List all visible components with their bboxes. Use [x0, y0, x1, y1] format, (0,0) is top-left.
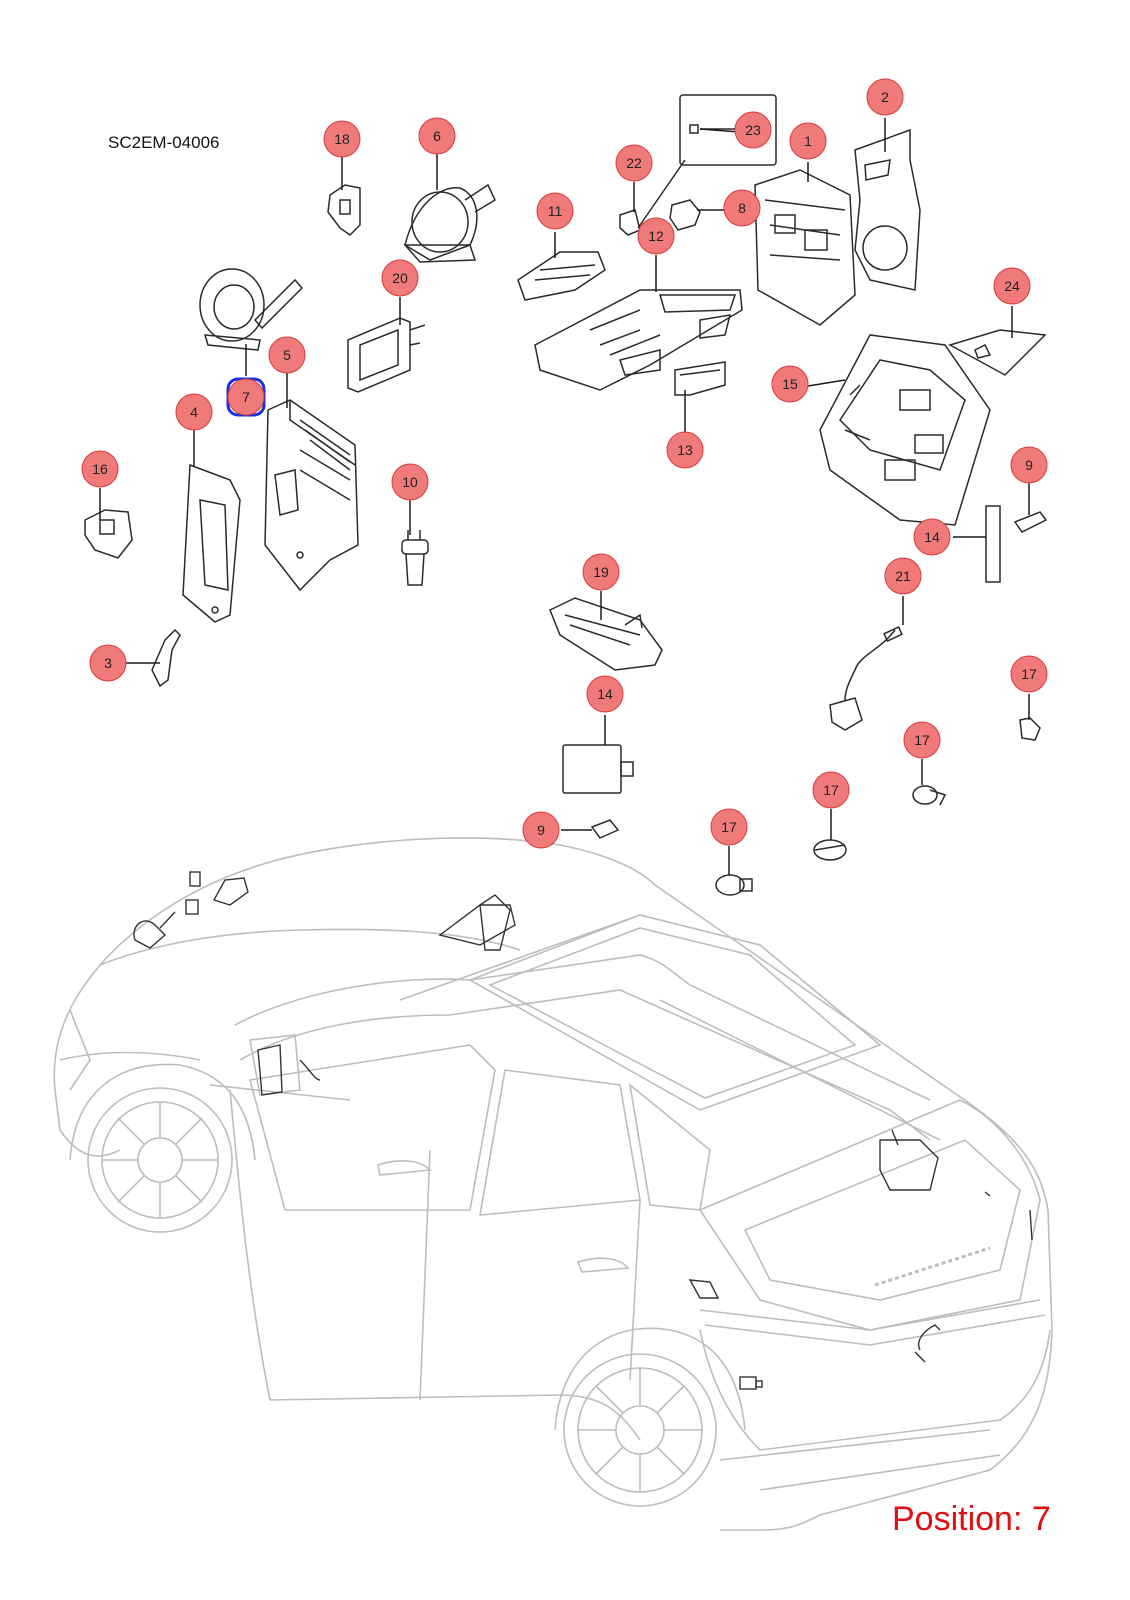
callout-1[interactable]: 1	[789, 122, 827, 160]
callout-17[interactable]: 17	[710, 808, 748, 846]
callout-number: 9	[1025, 457, 1033, 473]
callout-bubble	[582, 553, 620, 591]
callout-14[interactable]: 14	[586, 675, 624, 713]
callout-17[interactable]: 17	[1010, 655, 1048, 693]
callout-bubble	[227, 378, 265, 416]
callout-17[interactable]: 17	[903, 721, 941, 759]
vehicle-outline	[53, 837, 1053, 1531]
callout-number: 1	[804, 133, 812, 149]
callout-bubble	[615, 144, 653, 182]
callout-7[interactable]: 7	[226, 377, 266, 417]
callout-bubble	[734, 111, 772, 149]
callout-17[interactable]: 17	[812, 771, 850, 809]
callout-bubble	[536, 192, 574, 230]
callout-number: 3	[104, 655, 112, 671]
callout-number: 2	[881, 89, 889, 105]
callout-2[interactable]: 2	[866, 78, 904, 116]
part-sketches	[84, 94, 1048, 896]
callout-number: 6	[433, 128, 441, 144]
callout-5[interactable]: 5	[268, 336, 306, 374]
callout-23[interactable]: 23	[734, 111, 772, 149]
callout-number: 5	[283, 347, 291, 363]
callout-6[interactable]: 6	[418, 117, 456, 155]
callout-number: 17	[823, 782, 839, 798]
callout-4[interactable]: 4	[175, 393, 213, 431]
callout-bubble	[710, 808, 748, 846]
callout-number: 15	[782, 376, 798, 392]
callout-number: 18	[334, 131, 350, 147]
callout-24[interactable]: 24	[993, 267, 1031, 305]
callout-11[interactable]: 11	[536, 192, 574, 230]
callout-bubble	[1010, 655, 1048, 693]
callout-number: 24	[1004, 278, 1020, 294]
callout-number: 9	[537, 822, 545, 838]
callout-bubble	[866, 78, 904, 116]
callout-bubble	[903, 721, 941, 759]
callout-bubble	[723, 189, 761, 227]
callout-12[interactable]: 12	[637, 217, 675, 255]
callout-13[interactable]: 13	[666, 431, 704, 469]
leader-lines	[99, 118, 1030, 875]
callout-number: 21	[895, 568, 911, 584]
callout-bubble	[522, 811, 560, 849]
callout-bubble	[1010, 446, 1048, 484]
diagram-code: SC2EM-04006	[108, 133, 220, 152]
callout-number: 17	[914, 732, 930, 748]
callout-9[interactable]: 9	[1010, 446, 1048, 484]
callout-bubble	[391, 463, 429, 501]
callout-21[interactable]: 21	[884, 557, 922, 595]
callout-bubble	[913, 518, 951, 556]
callout-number: 22	[626, 155, 642, 171]
callout-number: 17	[1021, 666, 1037, 682]
callout-bubble	[586, 675, 624, 713]
callout-19[interactable]: 19	[582, 553, 620, 591]
callout-number: 13	[677, 442, 693, 458]
callout-14[interactable]: 14	[913, 518, 951, 556]
position-indicator: Position: 7	[892, 1500, 1051, 1538]
callout-bubble	[812, 771, 850, 809]
callout-bubble	[323, 120, 361, 158]
callout-bubble	[771, 365, 809, 403]
callout-16[interactable]: 16	[81, 450, 119, 488]
callout-bubble	[175, 393, 213, 431]
callout-bubble	[381, 259, 419, 297]
callout-bubble	[81, 450, 119, 488]
callout-number: 10	[402, 474, 418, 490]
callout-number: 8	[738, 200, 746, 216]
callout-bubble	[666, 431, 704, 469]
callout-3[interactable]: 3	[89, 644, 127, 682]
callout-bubble	[789, 122, 827, 160]
callout-number: 4	[190, 404, 198, 420]
callout-8[interactable]: 8	[723, 189, 761, 227]
callout-number: 16	[92, 461, 108, 477]
callout-22[interactable]: 22	[615, 144, 653, 182]
callout-bubble	[89, 644, 127, 682]
callout-number: 12	[648, 228, 664, 244]
callout-bubble	[993, 267, 1031, 305]
callout-number: 11	[548, 203, 563, 219]
callout-bubble	[268, 336, 306, 374]
callout-9[interactable]: 9	[522, 811, 560, 849]
callout-number: 19	[593, 564, 609, 580]
callout-number: 23	[745, 122, 761, 138]
callout-15[interactable]: 15	[771, 365, 809, 403]
callout-20[interactable]: 20	[381, 259, 419, 297]
callout-number: 7	[242, 389, 250, 405]
callout-number: 17	[721, 819, 737, 835]
callout-layer: 1234567899101112131414151617171717181920…	[81, 78, 1048, 849]
installed-parts	[133, 871, 1033, 1390]
callout-number: 14	[924, 529, 940, 545]
callout-bubble	[637, 217, 675, 255]
callout-bubble	[884, 557, 922, 595]
callout-number: 20	[392, 270, 408, 286]
callout-number: 14	[597, 686, 613, 702]
callout-18[interactable]: 18	[323, 120, 361, 158]
callout-10[interactable]: 10	[391, 463, 429, 501]
callout-bubble	[418, 117, 456, 155]
